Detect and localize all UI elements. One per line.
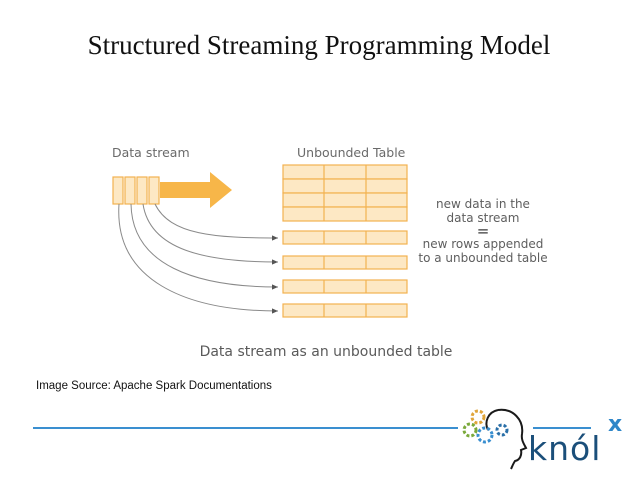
footer-divider-short xyxy=(533,427,591,429)
stream-connectors xyxy=(118,203,279,314)
brand-x-mark: x xyxy=(608,412,623,437)
stream-block xyxy=(148,176,160,205)
appended-rows xyxy=(282,230,408,318)
brand-wordmark: knól xyxy=(528,429,602,468)
head-gears-icon xyxy=(462,408,528,470)
table-row xyxy=(282,164,408,180)
appended-row xyxy=(282,255,408,270)
stream-block xyxy=(124,176,136,205)
connector-arrow xyxy=(118,203,279,314)
appended-row xyxy=(282,279,408,294)
unbounded-table-label: Unbounded Table xyxy=(297,145,406,160)
note-line: new data in the xyxy=(436,197,530,211)
table-row xyxy=(282,206,408,222)
stream-block xyxy=(136,176,148,205)
note-line: new rows appended xyxy=(422,237,544,251)
unbounded-table xyxy=(282,164,408,222)
diagram-caption: Data stream as an unbounded table xyxy=(199,344,453,360)
table-row xyxy=(282,192,408,208)
image-source-note: Image Source: Apache Spark Documentation… xyxy=(36,380,272,392)
explanation-note: new data in the data stream = new rows a… xyxy=(418,197,548,265)
footer-divider xyxy=(33,427,458,429)
connector-arrow xyxy=(154,203,279,241)
appended-row xyxy=(282,303,408,318)
stream-blocks xyxy=(112,176,160,205)
appended-row xyxy=(282,230,408,245)
stream-block xyxy=(112,176,124,205)
note-line: to a unbounded table xyxy=(418,251,548,265)
note-line: data stream xyxy=(446,211,520,225)
table-row xyxy=(282,178,408,194)
connector-arrow xyxy=(142,203,279,265)
equals-sign: = xyxy=(476,222,490,240)
slide-title: Structured Streaming Programming Model xyxy=(87,30,551,60)
stream-arrow xyxy=(160,172,232,208)
connector-arrow xyxy=(130,203,279,290)
data-stream-label: Data stream xyxy=(112,145,190,160)
